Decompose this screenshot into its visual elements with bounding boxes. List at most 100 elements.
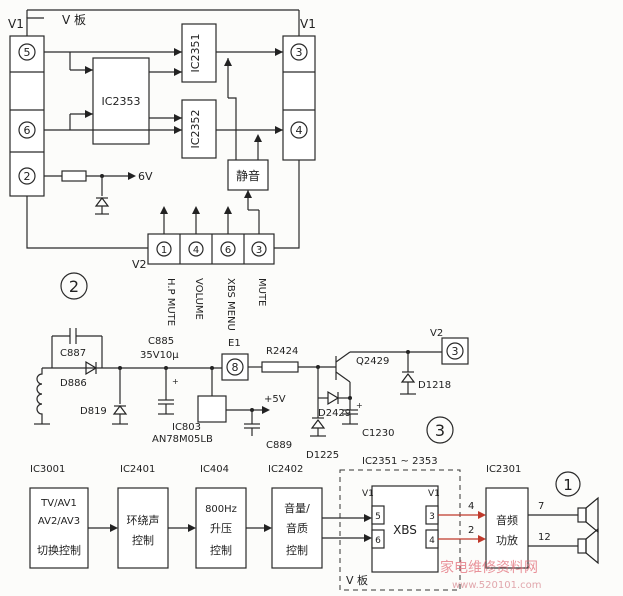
coil [36,368,43,424]
e1-pin [221,353,249,381]
ic2401-label: IC2401 [120,464,155,475]
r2424 [261,361,299,373]
section-1-block-diagram: IC3001 IC2401 IC404 IC2402 IC2351 ~ 2353… [29,456,599,591]
svg-text:TV/AV1: TV/AV1 [40,498,77,509]
svg-text:1: 1 [563,476,573,494]
ic2352-block [181,99,217,159]
svg-text:控制: 控制 [286,543,308,557]
pin-5-label: 5 [24,46,31,59]
volume-label: VOLUME [193,278,204,320]
v2-label-s3: V2 [430,328,443,339]
svg-text:切换控制: 切换控制 [37,543,81,557]
c887-label: C887 [60,348,86,359]
d819-label: D819 [80,406,107,417]
svg-text:音质: 音质 [286,521,308,535]
e1-label: E1 [228,338,241,349]
v2-pin-3: 3 [256,245,262,256]
r2424-label: R2424 [266,346,298,357]
c889-label: C889 [266,440,292,451]
section-3-power-circuit: C887 D886 D819 + C885 35V10μ +5V IC803 A… [34,328,469,461]
xbs-menu-label: XBS MENU [225,278,236,331]
svg-text:4: 4 [429,536,435,546]
svg-text:升压: 升压 [210,522,232,535]
v-board-region [339,469,461,591]
xbs-block [371,485,439,573]
d2429-label: D2429 [318,408,351,419]
v2-pin3-connector [441,337,469,365]
v2-connector [147,233,275,265]
svg-text:控制: 控制 [132,533,154,547]
svg-text:2: 2 [69,277,79,296]
out-12-label: 12 [538,532,551,543]
pin-3-label: 3 [296,46,303,59]
svg-text:+: + [356,401,363,410]
svg-text:3: 3 [435,421,445,440]
svg-text:3: 3 [452,345,459,358]
svg-text:3: 3 [429,512,435,522]
section-2-mute-circuit: 5 6 2 V1 3 4 V1 V 板 IC2353 IC2351 IC2352 [8,9,316,331]
v1-left-label: V1 [8,17,24,31]
pin-2-label: 2 [24,170,31,183]
d886-label: D886 [60,378,87,389]
switch-control-block [29,487,89,569]
ic803-label: IC803 [172,422,201,433]
left-v1-connector [9,35,45,197]
d1225-label: D1225 [306,450,339,461]
speaker-top [577,507,587,523]
section-1-marker [555,471,581,497]
out-4-label: 4 [468,501,474,512]
watermark-url: www.520101.com [452,580,542,591]
volume-tone-block [271,487,323,569]
mute-label: MUTE [256,278,267,306]
svg-text:音频: 音频 [496,513,518,527]
svg-text:6: 6 [375,536,381,546]
right-v1-connector [282,35,316,161]
ic2351-block [181,23,217,83]
out-7-label: 7 [538,501,544,512]
d1218-label: D1218 [418,380,451,391]
watermark-text: 家电维修资料网 [440,559,538,576]
ic2352-label: IC2352 [189,110,202,149]
ic803-regulator [197,395,227,423]
svg-text:音量/: 音量/ [284,501,310,515]
pin-4-label: 4 [296,124,303,137]
ic2301-label: IC2301 [486,464,521,475]
speaker-bottom [577,538,587,554]
xbs-v1b-label: V1 [428,489,440,499]
svg-text:8: 8 [232,361,239,374]
section-2-marker [60,272,88,300]
audio-amp-block [485,487,529,569]
svg-text:800Hz: 800Hz [205,504,237,515]
plus5v-label: +5V [264,394,286,405]
svg-text:功放: 功放 [496,533,518,547]
c885-value: 35V10μ [140,350,179,361]
ic2353-label: IC2353 [102,95,141,108]
v1-right-label: V1 [300,17,316,31]
ic2402-label: IC2402 [268,464,303,475]
mute-block-label: 静音 [236,168,260,183]
out-2-label: 2 [468,525,474,536]
xbs-v1a-label: V1 [362,489,374,499]
v2-label: V2 [132,258,147,271]
ic2351-2353-label: IC2351 ~ 2353 [362,456,438,467]
svg-text:5: 5 [375,512,381,522]
v2-pin-4: 4 [193,245,199,256]
xbs-label: XBS [393,523,417,537]
svg-text:AV2/AV3: AV2/AV3 [38,516,80,527]
svg-text:+: + [172,377,179,386]
ic3001-label: IC3001 [30,464,65,475]
surround-control-block [117,487,169,569]
c885-label: C885 [148,336,174,347]
v-board-label-s1: V 板 [346,573,368,587]
svg-text:环绕声: 环绕声 [127,513,160,527]
pin-6-label: 6 [24,124,31,137]
an78m05lb-label: AN78M05LB [152,434,213,445]
section-3-marker [426,416,454,444]
6v-label: 6V [138,170,153,183]
v2-pin-6: 6 [225,245,231,256]
v2-pin-1: 1 [161,245,167,256]
watermark: 家电维修资料网 www.520101.com [440,559,542,591]
hp-mute-label: H.P MUTE [165,278,176,326]
